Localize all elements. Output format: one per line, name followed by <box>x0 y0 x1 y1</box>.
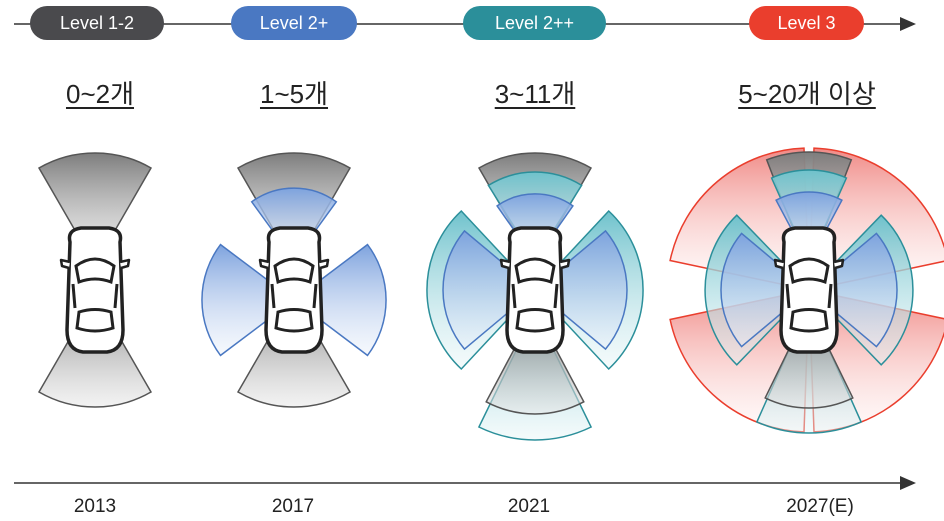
left-radar-coverage <box>720 232 811 348</box>
sensor-coverage-layer <box>37 147 944 441</box>
rear-radar-coverage <box>764 306 854 409</box>
year-2027-e: 2027(E) <box>786 496 854 517</box>
level-badge-2-plus-plus: Level 2++ <box>463 6 606 40</box>
right-radar-coverage <box>807 232 898 348</box>
right-radar-coverage <box>533 229 628 351</box>
left-radar-coverage <box>442 229 537 351</box>
level-badge-1-2: Level 1-2 <box>30 6 164 40</box>
year-2021: 2021 <box>507 496 551 517</box>
level-timeline-arrow-icon <box>900 17 916 31</box>
sensor-count-level-3: 5~20개 이상 <box>738 79 876 109</box>
vehicle-level-2-plus <box>258 226 330 354</box>
sensor-count-level-1-2: 0~2개 <box>65 79 135 109</box>
year-timeline-arrow-icon <box>900 476 916 490</box>
front-corner-radar-coverage <box>250 187 338 262</box>
rear-radar-coverage <box>485 308 585 415</box>
car-layer <box>59 226 845 354</box>
level-badge-2-plus: Level 2+ <box>231 6 357 40</box>
left-radar-coverage <box>201 243 296 357</box>
year-2017: 2017 <box>271 496 315 517</box>
right-radar-coverage <box>292 243 387 357</box>
year-2013: 2013 <box>73 496 117 517</box>
vehicle-level-2-plus-plus <box>499 226 571 354</box>
sensor-count-level-2-plus: 1~5개 <box>259 79 329 109</box>
front-radar-coverage <box>37 152 153 267</box>
vehicle-level-1-2 <box>59 226 131 354</box>
sensor-count-level-2-plus-plus: 3~11개 <box>494 79 576 109</box>
vehicle-level-3 <box>773 226 845 354</box>
level-badge-3: Level 3 <box>749 6 864 40</box>
